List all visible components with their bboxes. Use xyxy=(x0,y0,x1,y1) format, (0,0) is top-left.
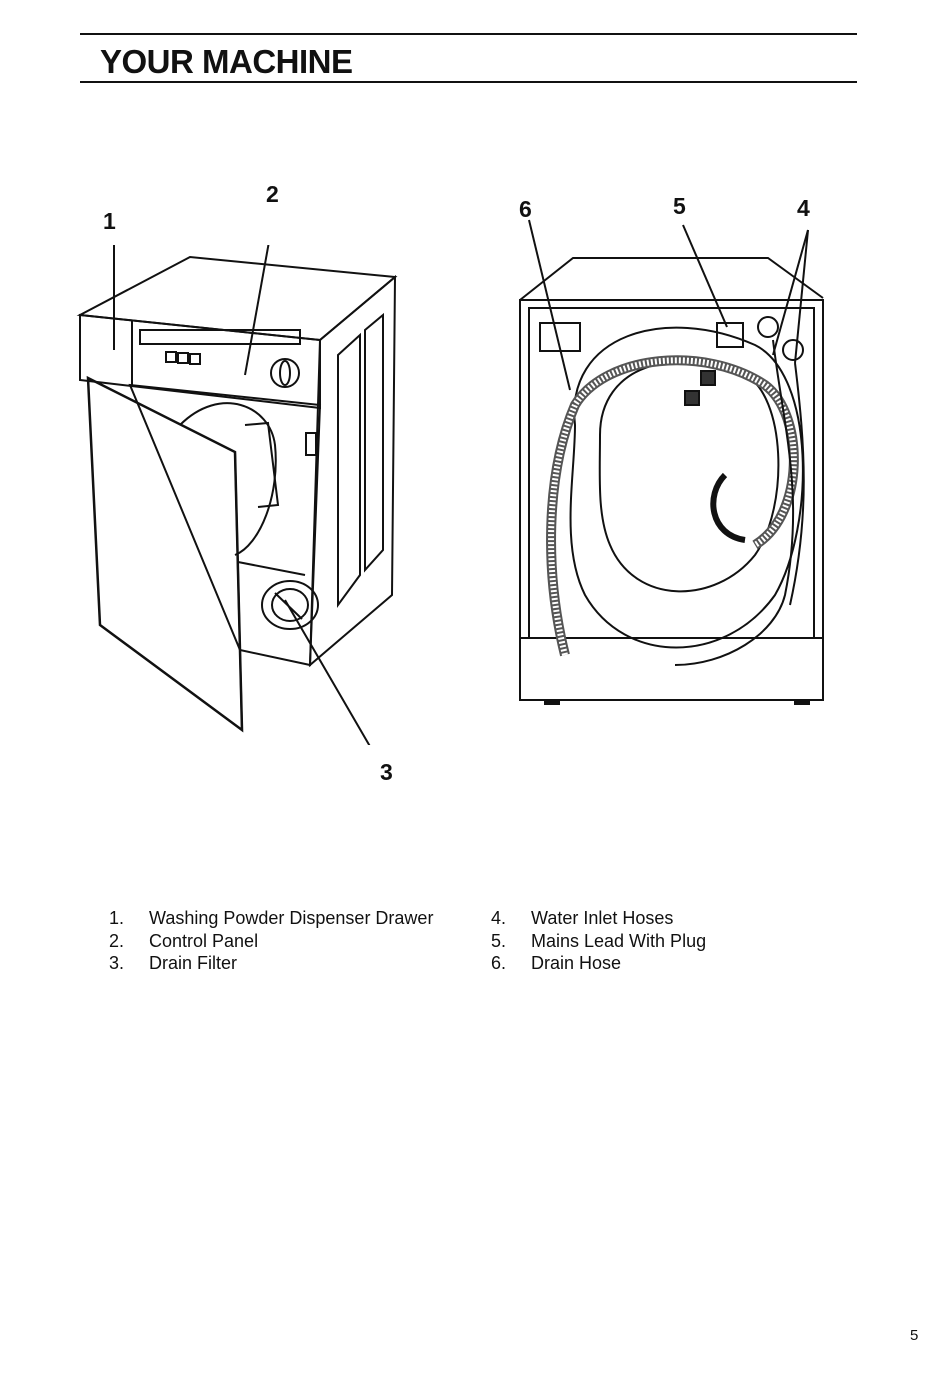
callout-1: 1 xyxy=(103,210,116,233)
callout-2: 2 xyxy=(266,183,279,206)
legend-number: 4. xyxy=(491,907,531,930)
rear-view-illustration xyxy=(505,195,840,710)
legend-item: 6. Drain Hose xyxy=(491,952,706,975)
callout-4: 4 xyxy=(797,197,810,220)
legend-text: Washing Powder Dispenser Drawer xyxy=(149,907,433,930)
header-bottom-rule xyxy=(80,81,857,83)
legend-number: 3. xyxy=(109,952,149,975)
legend-right: 4. Water Inlet Hoses 5. Mains Lead With … xyxy=(491,907,706,975)
legend-text: Water Inlet Hoses xyxy=(531,907,673,930)
legend-text: Control Panel xyxy=(149,930,258,953)
legend-item: 2. Control Panel xyxy=(109,930,433,953)
legend-left: 1. Washing Powder Dispenser Drawer 2. Co… xyxy=(109,907,433,975)
legend-item: 4. Water Inlet Hoses xyxy=(491,907,706,930)
callout-6: 6 xyxy=(519,198,532,221)
legend-text: Drain Filter xyxy=(149,952,237,975)
callout-3: 3 xyxy=(380,761,393,784)
header-top-rule xyxy=(80,33,857,35)
legend-item: 5. Mains Lead With Plug xyxy=(491,930,706,953)
callout-5: 5 xyxy=(673,195,686,218)
legend-item: 3. Drain Filter xyxy=(109,952,433,975)
page-title: YOUR MACHINE xyxy=(100,43,353,81)
page-number: 5 xyxy=(910,1327,918,1344)
legend-number: 5. xyxy=(491,930,531,953)
legend-text: Drain Hose xyxy=(531,952,621,975)
front-view-illustration xyxy=(70,245,420,745)
legend-text: Mains Lead With Plug xyxy=(531,930,706,953)
legend-item: 1. Washing Powder Dispenser Drawer xyxy=(109,907,433,930)
legend-number: 6. xyxy=(491,952,531,975)
legend-number: 1. xyxy=(109,907,149,930)
legend-number: 2. xyxy=(109,930,149,953)
